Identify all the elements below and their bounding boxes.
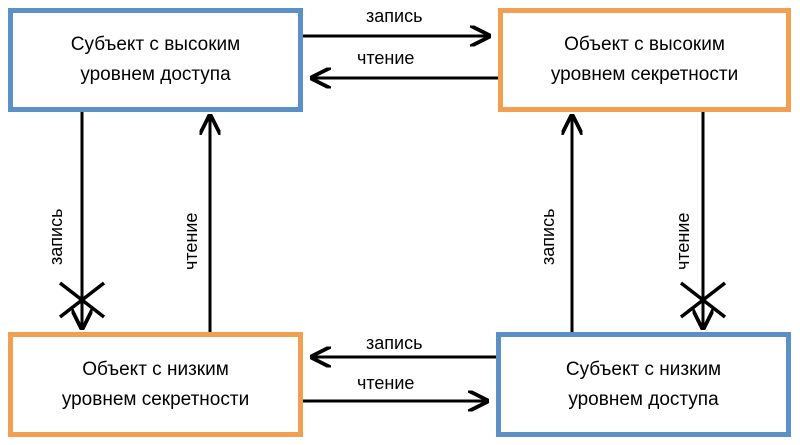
node-subject-low[interactable]: Субъект с низким уровнем доступа [496, 332, 791, 437]
edge-label-top-read: чтение [357, 48, 415, 68]
edge-label-right-read: чтение [673, 212, 693, 270]
node-object-high[interactable]: Объект с высоким уровнем секретности [498, 8, 791, 112]
node-object-low-line2: уровнем секретности [61, 388, 250, 410]
node-object-high-line2: уровнем секретности [550, 64, 739, 85]
edge-label-left-read: чтение [181, 212, 201, 270]
node-object-high-line1: Объект с высоким [564, 34, 725, 55]
edge-label-bottom-read: чтение [357, 373, 415, 393]
node-subject-high[interactable]: Субъект с высоким уровнем доступа [8, 8, 303, 112]
edge-label-left-write: запись [46, 208, 66, 265]
node-object-low-line1: Объект с низким [82, 358, 229, 380]
node-subject-low-line1: Субъект с низким [565, 358, 722, 380]
node-subject-high-line2: уровнем доступа [80, 64, 231, 85]
edge-left-write [58, 112, 106, 328]
edge-right-read [679, 112, 727, 328]
node-subject-high-line1: Субъект с высоким [70, 34, 241, 55]
node-subject-low-line2: уровнем доступа [568, 388, 719, 410]
edge-label-bottom-write: запись [366, 333, 423, 353]
edge-label-top-write: запись [366, 6, 423, 26]
edge-right-read-blocked-icon [679, 281, 727, 319]
edge-left-write-blocked-icon [58, 281, 106, 319]
node-object-low[interactable]: Объект с низким уровнем секретности [8, 332, 303, 437]
edge-label-right-write: запись [538, 208, 558, 265]
